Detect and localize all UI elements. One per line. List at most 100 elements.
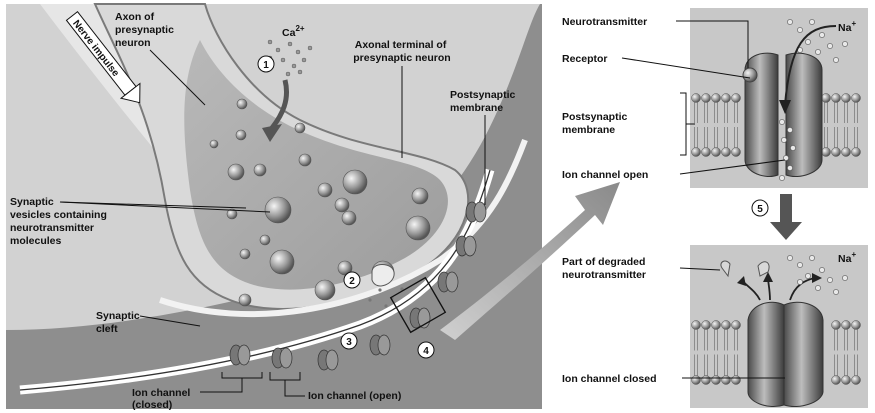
lipid-head [842,94,851,103]
lipid-head [832,94,841,103]
sodium-ion [797,279,802,284]
synaptic-vesicle [406,216,430,240]
calcium-ion [288,42,292,46]
sodium-ion [797,262,802,267]
lipid-head [732,148,741,157]
sodium-ion [779,175,784,180]
sodium-ion [809,255,814,260]
sodium-ion [842,275,847,280]
lipid-head [722,321,731,330]
step-3-marker: 3 [341,333,357,349]
lipid-head [732,94,741,103]
ion-channel-open-top-label: Ion channel open [562,169,648,181]
calcium-ion [308,46,312,50]
calcium-ion [281,58,285,62]
sodium-ion [819,32,824,37]
step-5-arrow [770,194,802,240]
calcium-ion [268,40,272,44]
synaptic-vesicle [335,198,349,212]
calcium-ion [276,48,280,52]
sodium-ion [827,277,832,282]
lipid-head [692,94,701,103]
synaptic-vesicle [228,164,244,180]
lipid-head [712,376,721,385]
lipid-head [832,148,841,157]
lipid-head [702,148,711,157]
sodium-ion [797,27,802,32]
sodium-ion [809,19,814,24]
sodium-ion [819,267,824,272]
sodium-ion [787,255,792,260]
ion-channel-half [326,350,338,370]
sodium-ion [787,127,792,132]
sodium-ion [781,137,786,142]
synaptic-vesicle [265,197,291,223]
lipid-head [852,94,861,103]
synaptic-vesicle [260,235,270,245]
sodium-ion [833,289,838,294]
ion-channel [272,348,292,368]
closed-receptor-right [784,302,823,406]
svg-text:3: 3 [346,337,352,348]
synaptic-vesicle [236,130,246,140]
degraded-neurotransmitter-label: Part of degraded neurotransmitter [562,256,648,281]
sodium-ion [805,273,810,278]
sodium-ion [815,49,820,54]
closed-receptor-left [748,302,784,406]
lipid-head [722,376,731,385]
lipid-head [702,94,711,103]
svg-text:2: 2 [349,276,355,287]
ion-channel-half [464,236,476,256]
calcium-ion [302,58,306,62]
receptor-label: Receptor [562,53,608,65]
synaptic-vesicle [270,250,294,274]
released-neurotransmitter [378,288,381,291]
synaptic-vesicle [237,99,247,109]
sodium-ion [815,285,820,290]
lipid-head [692,376,701,385]
ion-channel [230,345,250,365]
lipid-head [852,148,861,157]
lipid-head [712,321,721,330]
neurotransmitter-label: Neurotransmitter [562,16,647,28]
top-membrane-label: Postsynaptic membrane [562,111,630,136]
ion-channel [318,350,338,370]
lipid-head [692,148,701,157]
released-neurotransmitter [384,304,387,307]
synaptic-vesicle [240,249,250,259]
ion-channel-half [378,335,390,355]
lipid-head [722,148,731,157]
synaptic-vesicle [318,183,332,197]
lipid-head [842,321,851,330]
sodium-ion [790,145,795,150]
lipid-head [712,94,721,103]
lipid-head [852,376,861,385]
svg-text:5: 5 [757,204,763,215]
ion-channel [410,308,430,328]
lipid-head [832,321,841,330]
sodium-ion [842,41,847,46]
ion-channel [456,236,476,256]
lipid-head [822,94,831,103]
lipid-head [832,376,841,385]
synaptic-vesicle [343,170,367,194]
step-1-marker: 1 [258,56,274,72]
lipid-head [822,148,831,157]
ion-channel-closed-bottom-label: Ion channel closed [562,373,657,385]
synaptic-vesicle [239,294,251,306]
lipid-head [732,376,741,385]
svg-text:4: 4 [423,346,429,357]
step-4-marker: 4 [418,342,434,358]
ion-channel [466,202,486,222]
sodium-ion [827,43,832,48]
sodium-ion [805,39,810,44]
ion-channel [438,272,458,292]
svg-text:1: 1 [263,60,269,71]
sodium-ion [779,119,784,124]
ion-channel-half [446,272,458,292]
ion-channel-half [238,345,250,365]
calcium-ion [298,70,302,74]
calcium-ion [292,64,296,68]
synaptic-vesicle [254,164,266,176]
